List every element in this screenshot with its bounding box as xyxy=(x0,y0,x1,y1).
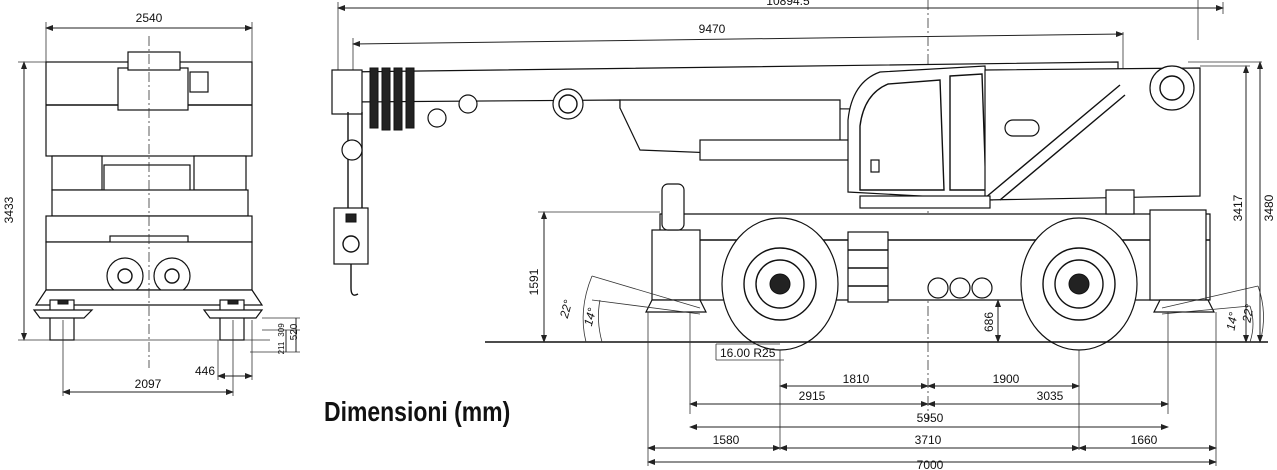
side-view: 10894.5 9470 xyxy=(331,0,1276,470)
height-3417-label: 3417 xyxy=(1231,194,1245,221)
front-height-label: 3433 xyxy=(2,196,16,223)
boom-length-label: 9470 xyxy=(699,22,726,36)
axle-height-label: 1591 xyxy=(527,268,541,295)
height-3480-label: 3480 xyxy=(1262,194,1276,221)
angle-22-right: 22° xyxy=(1239,303,1256,324)
dim-3710-label: 3710 xyxy=(915,433,942,447)
tire-size-label: 16.00 R25 xyxy=(720,346,776,360)
dim-1660-label: 1660 xyxy=(1131,433,1158,447)
hook-block xyxy=(333,112,369,296)
dim-3035-label: 3035 xyxy=(1037,389,1064,403)
dim-2915-label: 2915 xyxy=(799,389,826,403)
dim-7000-label: 7000 xyxy=(917,458,944,470)
front-wheel xyxy=(721,217,839,351)
angle-22-left: 22° xyxy=(557,298,576,320)
total-length-label: 10894.5 xyxy=(766,0,810,8)
angle-14-right: 14° xyxy=(1224,311,1241,332)
outrigger-offset-label: 446 xyxy=(195,364,215,378)
front-view: 2540 3433 xyxy=(2,11,300,396)
dim-1900-label: 1900 xyxy=(993,372,1020,386)
dim-1810-label: 1810 xyxy=(843,372,870,386)
angle-14-left: 14° xyxy=(581,306,599,327)
frame-clearance-label: 686 xyxy=(982,312,996,332)
page-title: Dimensioni (mm) xyxy=(324,396,511,427)
clearance-211-label: 211 xyxy=(277,341,286,354)
clearance-309-label: 309 xyxy=(277,323,286,337)
track-width-label: 2097 xyxy=(135,377,162,391)
dim-1580-label: 1580 xyxy=(713,433,740,447)
rear-wheel xyxy=(1020,217,1138,351)
front-width-label: 2540 xyxy=(136,11,163,25)
boom-head xyxy=(331,67,584,131)
clearance-520-label: 520 xyxy=(289,323,300,340)
dim-5950-label: 5950 xyxy=(917,411,944,425)
